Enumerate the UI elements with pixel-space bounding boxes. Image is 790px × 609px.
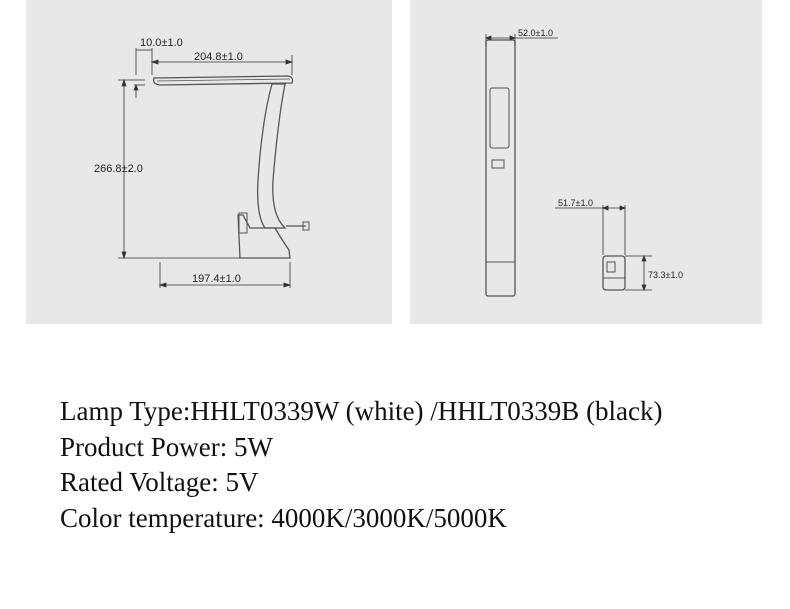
lamp-head [152,75,294,86]
dim-base-offset: 10.0±1.0 [140,37,183,49]
dimension-drawing: 10.0±1.0 204.8±1.0 266.8±2.0 197.4±1.0 [94,28,683,297]
dim-folded-height: 73.3±1.0 [648,270,683,280]
spec-lamp-type: Lamp Type:HHLT0339W (white) /HHLT0339B (… [60,396,663,426]
front-view-panel [26,0,392,324]
front-view-dimension-lines [118,48,294,288]
lamp-base [237,214,291,259]
lamp-arm [257,83,287,229]
spec-voltage: Rated Voltage: 5V [60,467,259,497]
side-view-panel [410,0,762,324]
spec-power: Product Power: 5W [60,431,273,462]
dim-side-width: 52.0±1.0 [518,28,553,38]
spec-color-temperature: Color temperature: 4000K/3000K/5000K [60,502,507,533]
dim-total-height: 266.8±2.0 [94,163,143,175]
dim-top-width: 204.8±1.0 [194,51,243,63]
dim-base-width: 197.4±1.0 [192,273,241,285]
lamp-side-view [485,39,626,297]
lamp-front-view [152,75,310,259]
dim-folded-width: 51.7±1.0 [558,198,593,208]
lamp-folded-view [602,255,626,291]
side-view-dimension-lines [484,34,652,292]
spec-list: Lamp Type:HHLT0339W (white) /HHLT0339B (… [60,394,663,536]
